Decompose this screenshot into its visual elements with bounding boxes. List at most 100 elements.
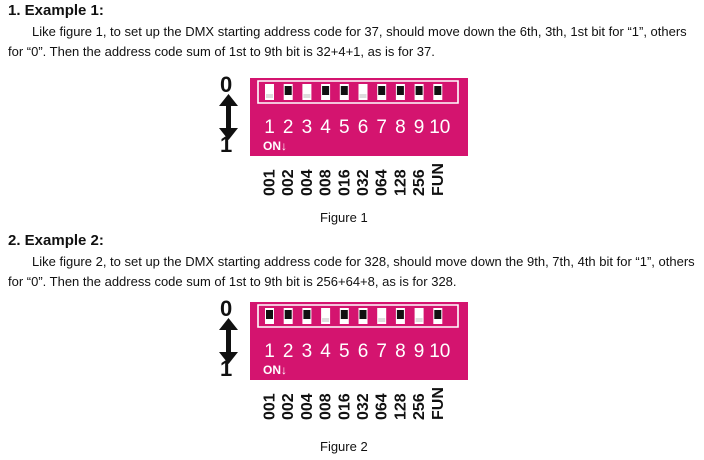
fig2-number-8: 8	[395, 341, 406, 362]
fig1-switch-6-slot	[358, 84, 368, 100]
fig1-bit-value-7: 064	[374, 169, 391, 196]
fig1-switch-3	[302, 84, 312, 100]
fig1-switch-7-knob	[378, 86, 386, 95]
fig2-number-10: 10	[429, 341, 450, 362]
fig2-bit-value-7: 064	[374, 393, 391, 420]
fig1-switch-3-knob	[303, 94, 311, 98]
fig1-switch-2	[283, 84, 293, 100]
fig2-switch-4-slot	[321, 308, 331, 324]
fig2-on-label: ON↓	[263, 363, 287, 377]
fig1-switch-frame	[257, 80, 459, 104]
fig1-number-2: 2	[283, 117, 294, 138]
fig1-number-10: 10	[429, 117, 450, 138]
fig1-bit-value-3: 004	[299, 169, 316, 196]
fig1-bit-value-10: FUN	[430, 163, 447, 196]
fig1-number-3: 3	[302, 117, 313, 138]
fig2-number-4: 4	[320, 341, 331, 362]
fig2-bit-value-3: 004	[299, 393, 316, 420]
fig1-on-label: ON↓	[263, 139, 287, 153]
fig1-bit-value-2: 002	[280, 169, 297, 196]
fig2-switch-3	[302, 308, 312, 324]
fig1-switch-8	[395, 84, 405, 100]
fig2-switch-6	[358, 308, 368, 324]
fig2-number-3: 3	[302, 341, 313, 362]
fig2-number-6: 6	[358, 341, 369, 362]
fig2-bit-value-6: 032	[355, 393, 372, 420]
figure-1-caption: Figure 1	[320, 210, 368, 225]
fig2-switch-3-knob	[303, 310, 311, 319]
fig2-bit-value-2: 002	[280, 393, 297, 420]
fig1-switch-5-knob	[340, 86, 348, 95]
fig2-switch-8-knob	[396, 310, 404, 319]
fig2-number-5: 5	[339, 341, 350, 362]
fig1-up-down-arrow-icon	[219, 94, 238, 140]
fig1-switch-2-knob	[284, 86, 292, 95]
fig2-up-down-arrow-icon	[219, 318, 238, 364]
fig1-switch-6	[358, 84, 368, 100]
fig1-bit-value-5: 016	[336, 169, 353, 196]
fig1-bit-value-9: 256	[411, 169, 428, 196]
example-2-heading: 2. Example 2:	[8, 232, 104, 249]
fig2-switch-10-knob	[434, 310, 442, 319]
fig1-switch-4	[321, 84, 331, 100]
fig2-switch-4	[321, 308, 331, 324]
fig2-switch-10	[433, 308, 443, 324]
fig1-bit-value-8: 128	[392, 169, 409, 196]
fig2-switch-2	[283, 308, 293, 324]
fig1-number-7: 7	[376, 117, 387, 138]
fig2-switch-5	[339, 308, 349, 324]
fig1-number-6: 6	[358, 117, 369, 138]
fig1-switch-4-knob	[322, 86, 330, 95]
fig2-number-7: 7	[376, 341, 387, 362]
fig1-number-9: 9	[414, 117, 425, 138]
fig2-switch-4-knob	[322, 318, 330, 322]
fig1-switch-1-slot	[265, 84, 274, 100]
fig2-bit-value-1: 001	[262, 393, 279, 420]
dip-switch-diagram-1: 0110012002300440085016603270648128925610…	[219, 72, 468, 196]
example-1-text: Like figure 1, to set up the DMX startin…	[8, 22, 698, 62]
fig1-switch-7	[377, 84, 387, 100]
fig2-switch-9	[414, 308, 424, 324]
fig1-switch-9	[414, 84, 424, 100]
fig2-bit-value-5: 016	[336, 393, 353, 420]
fig2-number-9: 9	[414, 341, 425, 362]
example-1-heading: 1. Example 1:	[8, 2, 104, 19]
fig1-bit-value-6: 032	[355, 169, 372, 196]
fig1-switch-8-knob	[396, 86, 404, 95]
fig2-bit-value-8: 128	[392, 393, 409, 420]
fig1-number-8: 8	[395, 117, 406, 138]
fig2-switch-7-knob	[378, 318, 386, 322]
fig2-switch-7	[377, 308, 387, 324]
fig2-switch-7-slot	[377, 308, 387, 324]
fig1-switch-10	[433, 84, 443, 100]
fig1-number-1: 1	[264, 117, 275, 138]
fig2-state-0-label: 0	[220, 296, 232, 321]
fig1-switch-1	[265, 84, 274, 100]
fig1-bit-value-4: 008	[318, 169, 335, 196]
example-1-paragraph: Like figure 1, to set up the DMX startin…	[8, 24, 687, 59]
fig2-number-1: 1	[264, 341, 275, 362]
fig1-state-0-label: 0	[220, 72, 232, 97]
fig2-bit-value-9: 256	[411, 393, 428, 420]
fig1-switch-3-slot	[302, 84, 312, 100]
fig1-switch-6-knob	[359, 94, 367, 98]
fig2-switch-9-knob	[415, 318, 423, 322]
fig2-switch-5-knob	[340, 310, 348, 319]
fig1-switch-9-knob	[415, 86, 423, 95]
fig1-number-4: 4	[320, 117, 331, 138]
fig2-switch-1	[265, 308, 274, 324]
fig1-switch-1-knob	[266, 94, 273, 98]
fig1-switch-10-knob	[434, 86, 442, 95]
fig2-switch-8	[395, 308, 405, 324]
fig2-switch-9-slot	[414, 308, 424, 324]
dip-switch-diagram-2: 0110012002300440085016603270648128925610…	[219, 296, 468, 420]
fig1-bit-value-1: 001	[262, 169, 279, 196]
fig2-switch-frame	[257, 304, 459, 328]
example-2-paragraph: Like figure 2, to set up the DMX startin…	[8, 254, 695, 289]
fig1-number-5: 5	[339, 117, 350, 138]
fig2-number-2: 2	[283, 341, 294, 362]
fig2-bit-value-10: FUN	[430, 387, 447, 420]
fig2-bit-value-4: 008	[318, 393, 335, 420]
